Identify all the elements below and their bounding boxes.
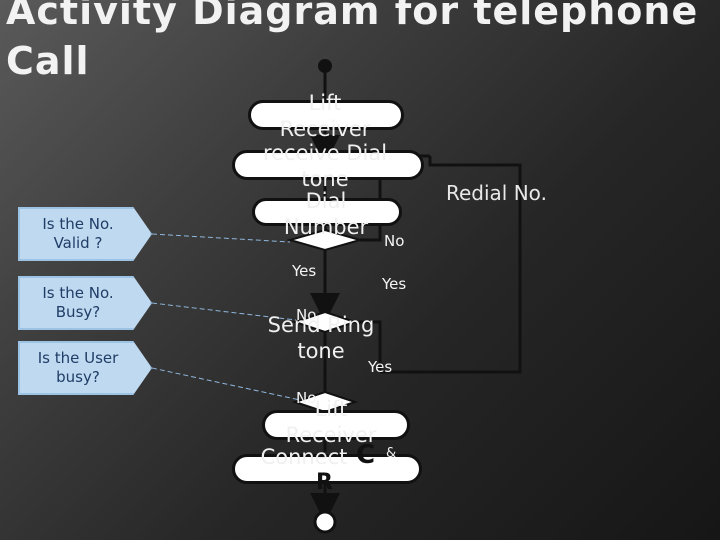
guard-no-2: No [296,306,317,324]
label-connect-r: R [316,470,333,495]
guard-yes-3: Yes [368,358,393,376]
side-label-busy-line1: Is the No. [42,284,114,302]
label-dial-number-line1: Dial [305,189,347,213]
guard-yes-2: Yes [382,275,407,293]
label-lift-receiver-line1: Lift [308,91,342,115]
side-label-valid-line2: Valid ? [53,234,103,252]
label-lift-receiver: Lift Receiver [268,90,382,142]
side-label-valid: Is the No.Valid ? [18,207,152,261]
redial-loop [380,156,522,374]
page-title: Activity Diagram for telephone Call [6,0,698,86]
label-receive-dial-tone-line2: tone [301,167,349,191]
label-send-ring-tone: Send Ring tone [256,312,386,364]
end-node [313,510,337,534]
side-label-user-busy-line1: Is the User [37,349,119,367]
guard-no-3: No [296,389,317,407]
label-lift-receiver-line2: Receiver [279,117,371,141]
label-connect-c: C [356,440,376,470]
activity-lift-receiver [248,100,404,130]
label-send-ring-tone-line1: Send Ring [267,313,375,337]
label-receive-dial-tone-line1: receive Dial [262,141,388,165]
activity-lift-receiver-2 [262,410,410,440]
start-node [318,59,332,73]
label-redial: Redial No. [446,181,547,205]
activity-dial-number [252,198,402,226]
activity-connect [232,454,422,484]
side-label-valid-line1: Is the No. [42,215,114,233]
connector-user-busy [151,367,301,401]
connector-valid [151,233,291,243]
side-label-busy: Is the No.Busy? [18,276,152,330]
label-lift-receiver-2: Lift Receiver [276,396,386,448]
label-dial-number-line2: Number [283,215,369,239]
title-line-2: Call [6,39,90,83]
label-lift-receiver-2-line1: Lift [314,397,348,421]
title-line-1: Activity Diagram for telephone [6,0,699,33]
label-connect-amp: & [386,446,397,461]
label-dial-number: Dial Number [266,188,386,240]
connector-busy [151,302,297,321]
side-label-user-busy-line2: busy? [56,368,100,386]
side-label-busy-line2: Busy? [55,303,101,321]
guard-yes-1: Yes [292,262,317,280]
label-receive-dial-tone: receive Dial tone [250,140,400,192]
label-lift-receiver-2-line2: Receiver [285,423,377,447]
activity-receive-dial-tone [232,150,424,180]
label-send-ring-tone-line2: tone [297,339,345,363]
guard-no-1: No [384,232,405,250]
flow-yes-2 [355,320,382,372]
label-connect: Connect [260,445,348,469]
